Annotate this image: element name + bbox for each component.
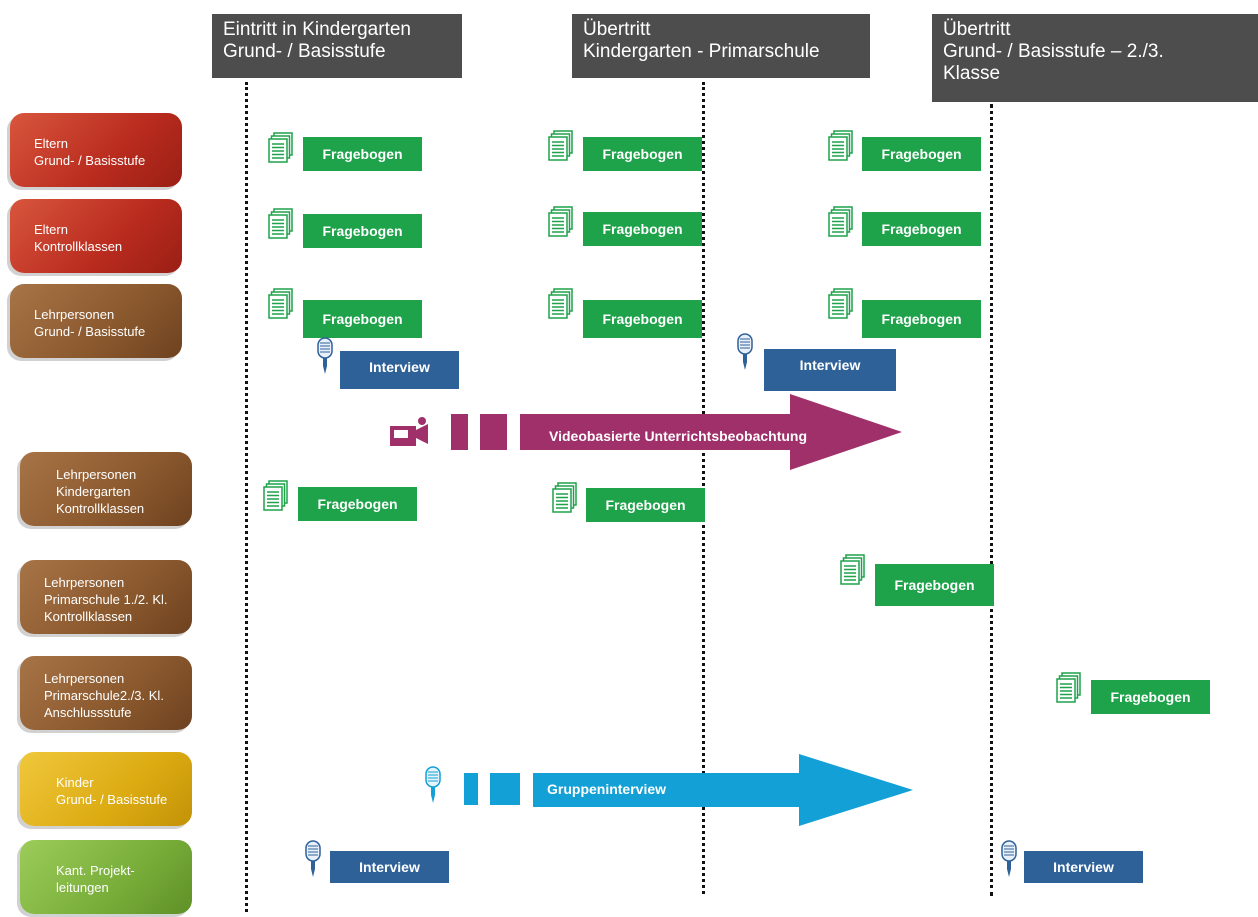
role-line: Lehrpersonen bbox=[44, 574, 125, 590]
role-line: Grund- / Basisstufe bbox=[56, 792, 168, 807]
role-line: Lehrpersonen bbox=[34, 307, 115, 322]
gruppeninterview-arrow bbox=[533, 754, 913, 826]
fragebogen-box: Fragebogen bbox=[862, 212, 981, 246]
role-lehrpersonen-primar-23: Lehrpersonen Primarschule2./3. Kl. Ansch… bbox=[20, 656, 192, 730]
role-line: Grund- / Basisstufe bbox=[34, 153, 146, 168]
questionnaire-icon bbox=[263, 480, 288, 511]
header-phase-3-line3: Klasse bbox=[943, 63, 1001, 84]
questionnaire-icon bbox=[1056, 672, 1081, 703]
role-line: Grund- / Basisstufe bbox=[34, 324, 146, 339]
interview-box: Interview bbox=[764, 349, 896, 391]
header-phase-3: Übertritt Grund- / Basisstufe – 2./3. Kl… bbox=[932, 14, 1258, 102]
microphone-icon bbox=[737, 333, 753, 370]
role-line: Kinder bbox=[56, 775, 94, 790]
header-phase-2: Übertritt Kindergarten - Primarschule bbox=[572, 14, 870, 78]
fragebogen-box: Fragebogen bbox=[303, 137, 422, 171]
microphone-icon bbox=[305, 840, 321, 877]
video-arrow-label: Videobasierte Unterrichtsbeobachtung bbox=[549, 428, 808, 444]
role-kant-projektleitungen: Kant. Projekt- leitungen bbox=[20, 840, 192, 914]
questionnaire-icon bbox=[548, 130, 573, 161]
questionnaire-icon bbox=[268, 132, 293, 163]
header-phase-3-line2: Grund- / Basisstufe – 2./3. bbox=[943, 41, 1164, 62]
fragebogen-box: Fragebogen bbox=[303, 300, 422, 338]
questionnaire-icon bbox=[548, 206, 573, 237]
questionnaire-icon bbox=[828, 130, 853, 161]
role-line: Eltern bbox=[34, 136, 68, 151]
microphone-icon bbox=[317, 337, 333, 374]
header-phase-1-line2: Grund- / Basisstufe bbox=[223, 41, 386, 62]
role-line: leitungen bbox=[56, 880, 109, 895]
role-line: Kant. Projekt- bbox=[56, 863, 135, 878]
fragebogen-box: Fragebogen bbox=[862, 137, 981, 171]
role-line: Primarschule 1./2. Kl. bbox=[44, 591, 168, 607]
role-lehrpersonen-primar-12: Lehrpersonen Primarschule 1./2. Kl. Kont… bbox=[20, 560, 192, 634]
role-kinder-grundstufe: Kinder Grund- / Basisstufe bbox=[20, 752, 192, 826]
role-line: Kindergarten bbox=[56, 483, 131, 499]
fragebogen-box: Fragebogen bbox=[862, 300, 981, 338]
role-line: Primarschule2./3. Kl. bbox=[44, 687, 164, 703]
video-arrow-dash-1 bbox=[451, 414, 468, 450]
role-line: Kontrollklassen bbox=[34, 239, 123, 254]
role-line: Kontrollklassen bbox=[56, 500, 145, 516]
fragebogen-box: Fragebogen bbox=[298, 487, 417, 521]
gruppe-arrow-dash-2 bbox=[490, 773, 520, 805]
questionnaire-icon bbox=[268, 288, 293, 319]
interview-box: Interview bbox=[340, 351, 459, 389]
header-phase-1: Eintritt in Kindergarten Grund- / Basiss… bbox=[212, 14, 462, 78]
timeline-line-1 bbox=[245, 82, 248, 912]
header-phase-2-line2: Kindergarten - Primarschule bbox=[583, 41, 820, 62]
role-lehrpersonen-grundstufe: Lehrpersonen Grund- / Basisstufe bbox=[10, 284, 182, 358]
role-line: Lehrpersonen bbox=[44, 670, 125, 686]
questionnaire-icon bbox=[828, 206, 853, 237]
video-arrow bbox=[520, 394, 902, 470]
fragebogen-box: Fragebogen bbox=[875, 564, 994, 606]
fragebogen-box: Fragebogen bbox=[1091, 680, 1210, 714]
role-eltern-kontrollklassen: Eltern Kontrollklassen bbox=[10, 199, 182, 273]
fragebogen-box: Fragebogen bbox=[583, 300, 702, 338]
gruppe-arrow-dash-1 bbox=[464, 773, 478, 805]
interview-box: Interview bbox=[1024, 851, 1143, 883]
role-line: Kontrollklassen bbox=[44, 608, 133, 624]
header-phase-2-line1: Übertritt bbox=[583, 19, 651, 40]
role-line: Anschlussstufe bbox=[44, 704, 132, 720]
questionnaire-icon bbox=[552, 482, 577, 513]
role-line: Lehrpersonen bbox=[56, 466, 137, 482]
role-line: Eltern bbox=[34, 222, 68, 237]
fragebogen-box: Fragebogen bbox=[303, 214, 422, 248]
microphone-icon bbox=[425, 766, 441, 803]
gruppe-arrow-label: Gruppeninterview bbox=[547, 781, 667, 797]
video-arrow-dash-2 bbox=[480, 414, 507, 450]
role-eltern-grundstufe: Eltern Grund- / Basisstufe bbox=[10, 113, 182, 187]
timeline-line-3 bbox=[990, 104, 993, 896]
role-lehrpersonen-kindergarten: Lehrpersonen Kindergarten Kontrollklasse… bbox=[20, 452, 192, 526]
header-phase-3-line1: Übertritt bbox=[943, 19, 1011, 40]
fragebogen-box: Fragebogen bbox=[586, 488, 705, 522]
header-phase-1-line1: Eintritt in Kindergarten bbox=[223, 19, 411, 40]
fragebogen-box: Fragebogen bbox=[583, 212, 702, 246]
questionnaire-icon bbox=[548, 288, 573, 319]
questionnaire-icon bbox=[828, 288, 853, 319]
questionnaire-icon bbox=[268, 208, 293, 239]
questionnaire-icon bbox=[840, 554, 865, 585]
microphone-icon bbox=[1001, 840, 1017, 877]
video-camera-icon bbox=[390, 417, 428, 446]
fragebogen-box: Fragebogen bbox=[583, 137, 702, 171]
interview-box: Interview bbox=[330, 851, 449, 883]
